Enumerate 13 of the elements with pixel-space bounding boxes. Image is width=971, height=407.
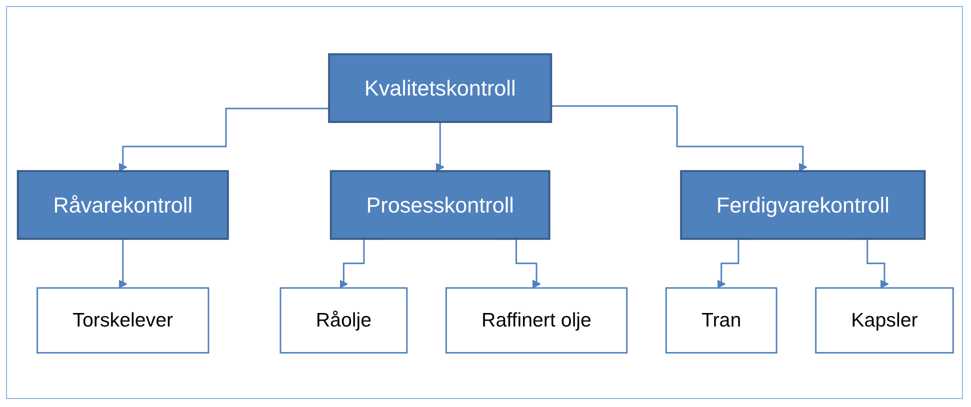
node-box: Kapsler [815, 287, 954, 354]
node-box: Prosesskontroll [330, 170, 550, 240]
arrow [118, 238, 128, 288]
node-box: Ferdigvarekontroll [680, 170, 926, 240]
node-box: Råvarekontroll [16, 170, 229, 240]
arrow [436, 121, 444, 172]
node-box: Torskelever [36, 287, 210, 354]
arrow [118, 108, 330, 172]
node-box: Raffinert olje [445, 287, 628, 354]
arrow [551, 105, 808, 172]
node-box: Kvalitetskontroll [328, 53, 552, 123]
node-box: Råolje [280, 287, 408, 354]
node-box: Tran [665, 287, 778, 354]
